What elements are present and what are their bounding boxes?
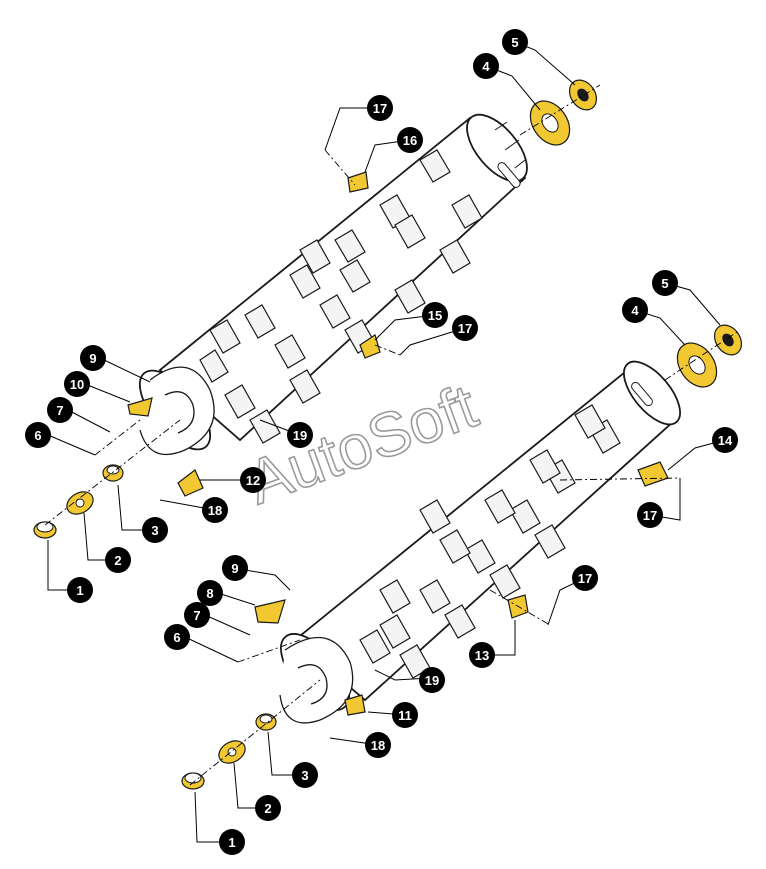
top-part-2-flange: [66, 491, 94, 515]
top-callout-7: 7: [47, 397, 73, 423]
bottom-part-4-coupling: [676, 342, 718, 388]
svg-text:6: 6: [173, 630, 180, 645]
svg-text:4: 4: [631, 303, 639, 318]
bottom-part-2-flange: [218, 740, 246, 764]
top-callout-2: 2: [105, 547, 131, 573]
bottom-rotor-teeth: [359, 404, 621, 679]
bottom-callout-3: 3: [292, 762, 318, 788]
svg-text:16: 16: [403, 133, 417, 148]
top-callout-10: 10: [64, 371, 90, 397]
top-callout-17b: 17: [452, 315, 478, 341]
bottom-callout-17a: 17: [572, 565, 598, 591]
top-part-16: [347, 171, 369, 193]
bottom-part-1-cap: [181, 772, 205, 790]
top-callout-18: 18: [202, 497, 228, 523]
svg-text:18: 18: [371, 738, 385, 753]
bottom-callout-17b: 17: [637, 502, 663, 528]
svg-text:1: 1: [228, 835, 235, 850]
svg-text:4: 4: [482, 59, 490, 74]
svg-text:17: 17: [643, 508, 657, 523]
svg-text:6: 6: [34, 428, 41, 443]
top-callout-3: 3: [142, 517, 168, 543]
svg-text:2: 2: [114, 553, 121, 568]
bottom-callout-8: 8: [197, 580, 223, 606]
bottom-callout-13: 13: [469, 642, 495, 668]
top-callout-19: 19: [287, 422, 313, 448]
bottom-rotor-drum: [279, 360, 681, 724]
svg-text:17: 17: [458, 321, 472, 336]
top-callout-17a: 17: [367, 95, 393, 121]
top-callout-4: 4: [473, 53, 499, 79]
svg-text:5: 5: [511, 35, 518, 50]
top-rotor-drum: [138, 113, 528, 456]
bottom-part-11: [344, 694, 366, 716]
top-rotor-teeth: [199, 149, 483, 444]
svg-text:7: 7: [193, 608, 200, 623]
bottom-part-5-gear: [713, 324, 743, 356]
svg-text:2: 2: [264, 801, 271, 816]
bottom-callout-7: 7: [184, 602, 210, 628]
svg-text:3: 3: [151, 523, 158, 538]
top-part-4-coupling: [529, 100, 571, 146]
svg-text:10: 10: [70, 377, 84, 392]
svg-text:18: 18: [208, 503, 222, 518]
bottom-callout-2: 2: [255, 795, 281, 821]
bottom-rotor-assembly: 1 2 3 6 7 8 9 11 18 19 13 17 14 17 4 5: [164, 270, 743, 855]
bottom-callout-5: 5: [652, 270, 678, 296]
bottom-callout-9: 9: [222, 555, 248, 581]
bottom-callout-1: 1: [219, 829, 245, 855]
svg-text:7: 7: [56, 403, 63, 418]
bottom-part-14: [637, 461, 669, 487]
bottom-part-8: [254, 599, 286, 624]
bottom-callout-6: 6: [164, 624, 190, 650]
svg-text:11: 11: [398, 708, 412, 723]
top-part-3-bearing: [102, 464, 124, 482]
bottom-callout-4: 4: [622, 297, 648, 323]
svg-text:17: 17: [578, 571, 592, 586]
bottom-callout-19: 19: [419, 667, 445, 693]
top-part-15: [359, 334, 381, 359]
top-part-5-gear: [568, 79, 598, 111]
svg-text:8: 8: [206, 586, 213, 601]
top-callout-16: 16: [397, 127, 423, 153]
bottom-callout-18: 18: [365, 732, 391, 758]
svg-text:19: 19: [293, 428, 307, 443]
top-rotor-assembly: 1 2 3 6 7 9 10 12 18 19 16 17 15 17 4 5: [25, 29, 601, 603]
top-part-1-cap: [33, 521, 57, 539]
top-callout-1: 1: [67, 577, 93, 603]
bottom-callout-11: 11: [392, 702, 418, 728]
top-callout-9: 9: [80, 345, 106, 371]
top-callout-6: 6: [25, 422, 51, 448]
svg-text:13: 13: [475, 648, 489, 663]
bottom-part-3-bearing: [255, 713, 277, 731]
svg-text:17: 17: [373, 101, 387, 116]
svg-text:12: 12: [246, 473, 260, 488]
svg-text:19: 19: [425, 673, 439, 688]
top-part-12: [177, 469, 204, 497]
svg-text:14: 14: [718, 433, 733, 448]
top-part-10: [127, 397, 153, 417]
svg-text:9: 9: [231, 561, 238, 576]
svg-text:9: 9: [89, 351, 96, 366]
svg-text:1: 1: [76, 583, 83, 598]
svg-text:3: 3: [301, 768, 308, 783]
svg-text:5: 5: [661, 276, 668, 291]
bottom-callout-14: 14: [712, 427, 738, 453]
top-callout-15: 15: [422, 302, 448, 328]
svg-text:15: 15: [428, 308, 442, 323]
top-callout-12: 12: [240, 467, 266, 493]
top-callout-5: 5: [502, 29, 528, 55]
